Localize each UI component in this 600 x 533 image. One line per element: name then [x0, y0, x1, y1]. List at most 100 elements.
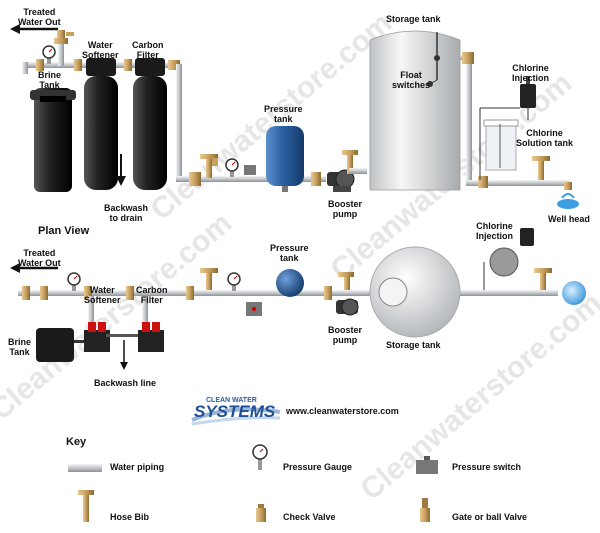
key-gate-valve-icon — [420, 498, 430, 522]
hose-bib-icon-top — [54, 30, 74, 44]
key-pressure-switch-icon — [416, 456, 438, 474]
gate-valve-icon-plan-3 — [186, 286, 194, 300]
pipe-pump-tank — [349, 168, 367, 174]
gate-valve-icon-top-3 — [189, 172, 201, 186]
label-plan-treated-water-out: Treated Water Out — [18, 248, 61, 268]
label-top-well-head: Well head — [548, 214, 590, 224]
pressure-gauge-icon-top-2 — [225, 158, 239, 177]
label-top-storage-tank: Storage tank — [386, 14, 441, 24]
key-label-pressure-switch: Pressure switch — [452, 462, 522, 472]
pipe-riser — [58, 36, 64, 66]
label-plan-chlorine-injection: Chlorine Injection — [476, 221, 514, 241]
gate-valve-icon-top-1 — [74, 59, 82, 71]
arrow-icon-top-out — [10, 24, 58, 34]
pressure-gauge-icon-plan-1 — [67, 272, 81, 291]
label-top-backwash-to-drain: Backwash to drain — [104, 203, 149, 223]
chlorine-injection-pump-top — [520, 76, 536, 108]
hose-bib-icon-plan-1 — [200, 268, 218, 290]
hose-bib-icon-plan-2 — [338, 272, 354, 290]
check-valve-icon-plan-1 — [40, 286, 48, 300]
hose-bib-icon-plan-3 — [534, 268, 552, 290]
hose-bib-icon-top-2 — [200, 154, 218, 178]
well-head-plan — [562, 281, 586, 305]
key-title: Key — [66, 436, 87, 448]
water-softener-top — [84, 58, 118, 190]
check-valve-icon-plan-2 — [324, 286, 332, 300]
booster-pump-plan — [336, 298, 359, 316]
gate-valve-icon-plan-1 — [84, 286, 92, 300]
key-label-water-piping: Water piping — [110, 462, 165, 472]
pipe-well-run — [466, 180, 570, 186]
chlorine-injection-pump-plan — [520, 228, 534, 246]
label-plan-pressure-tank: Pressure tank — [270, 243, 309, 263]
label-top-chlorine-injection: Chlorine Injection — [512, 63, 550, 83]
carbon-filter-plan — [138, 322, 164, 352]
brine-tank-plan — [36, 328, 74, 362]
pressure-gauge-icon-top — [42, 45, 56, 64]
clean-water-logo — [191, 407, 281, 426]
check-valve-icon-top-1 — [36, 59, 44, 71]
plan-view-title: Plan View — [38, 225, 90, 237]
storage-tank-top — [369, 30, 461, 191]
pipe-plan-carbon — [142, 296, 148, 326]
chlorine-solution-tank-top — [483, 119, 519, 171]
logo-line1: CLEAN WATER — [206, 397, 257, 404]
pipe-lower-run — [176, 176, 326, 182]
pressure-switch-icon-top — [244, 165, 256, 175]
label-top-chlorine-solution-tank: Chlorine Solution tank — [516, 128, 573, 148]
gate-valve-icon-top-2 — [124, 59, 132, 71]
arrow-icon-backwash — [120, 340, 128, 370]
booster-pump-top — [327, 169, 355, 192]
float-switches-icon — [427, 32, 440, 87]
label-plan-backwash-line: Backwash line — [94, 378, 157, 388]
label-top-treated-water-out: Treated Water Out — [18, 7, 61, 27]
key-label-hose-bib: Hose Bib — [110, 512, 150, 522]
check-valve-icon-top-3 — [478, 176, 488, 188]
label-plan-water-softener: Water Softener — [84, 285, 121, 305]
water-softener-plan — [84, 322, 110, 352]
arrow-icon-drain — [116, 154, 126, 186]
fitting-tank-inlet — [462, 52, 474, 64]
label-plan-brine-tank: Brine Tank — [8, 337, 32, 357]
key-hose-bib-icon — [78, 490, 94, 522]
pipe-brine-stub — [22, 62, 28, 74]
storage-tank-plan — [369, 246, 461, 338]
key-check-valve-icon — [256, 504, 266, 522]
key-label-check-valve: Check Valve — [283, 512, 336, 522]
gate-valve-icon-plan-2 — [126, 286, 134, 300]
pipe-down-top — [176, 64, 182, 182]
chlorine-tank-plan — [489, 247, 519, 277]
label-top-brine-tank: Brine Tank — [38, 70, 62, 90]
pressure-gauge-icon-plan-2 — [227, 272, 241, 291]
carbon-filter-top — [133, 58, 167, 190]
key-pressure-gauge-icon — [252, 444, 268, 470]
fitting-plan-1 — [22, 286, 30, 300]
check-valve-icon-top-2 — [311, 172, 321, 186]
hose-bib-icon-top-3 — [342, 150, 358, 174]
label-plan-booster-pump: Booster pump — [328, 325, 363, 345]
pipe-well-riser — [466, 56, 472, 186]
key-water-piping-icon — [68, 464, 102, 472]
label-top-booster-pump: Booster pump — [328, 199, 363, 219]
brine-line-plan — [74, 340, 86, 343]
label-top-float-switches: Float switches — [392, 70, 431, 90]
pressure-switch-icon-plan — [246, 302, 262, 316]
label-top-pressure-tank: Pressure tank — [264, 104, 303, 124]
arrow-icon-plan-out — [10, 263, 58, 273]
website-url: www.cleanwaterstore.com — [286, 406, 399, 416]
pipe-plan-between — [106, 334, 138, 337]
pressure-tank-plan — [276, 269, 304, 297]
hose-bib-icon-top-4 — [532, 156, 550, 180]
fitting-top-elbow — [168, 60, 180, 70]
key-label-gate-valve: Gate or ball Valve — [452, 512, 528, 522]
key-label-pressure-gauge: Pressure Gauge — [283, 462, 353, 472]
label-top-carbon-filter: Carbon Filter — [132, 40, 164, 60]
label-top-water-softener: Water Softener — [82, 40, 119, 60]
well-head-icon — [557, 182, 579, 209]
label-plan-storage-tank: Storage tank — [386, 340, 441, 350]
logo-line2: SYSTEMS — [194, 402, 276, 421]
brine-tank-top — [30, 88, 76, 192]
label-plan-carbon-filter: Carbon Filter — [136, 285, 168, 305]
